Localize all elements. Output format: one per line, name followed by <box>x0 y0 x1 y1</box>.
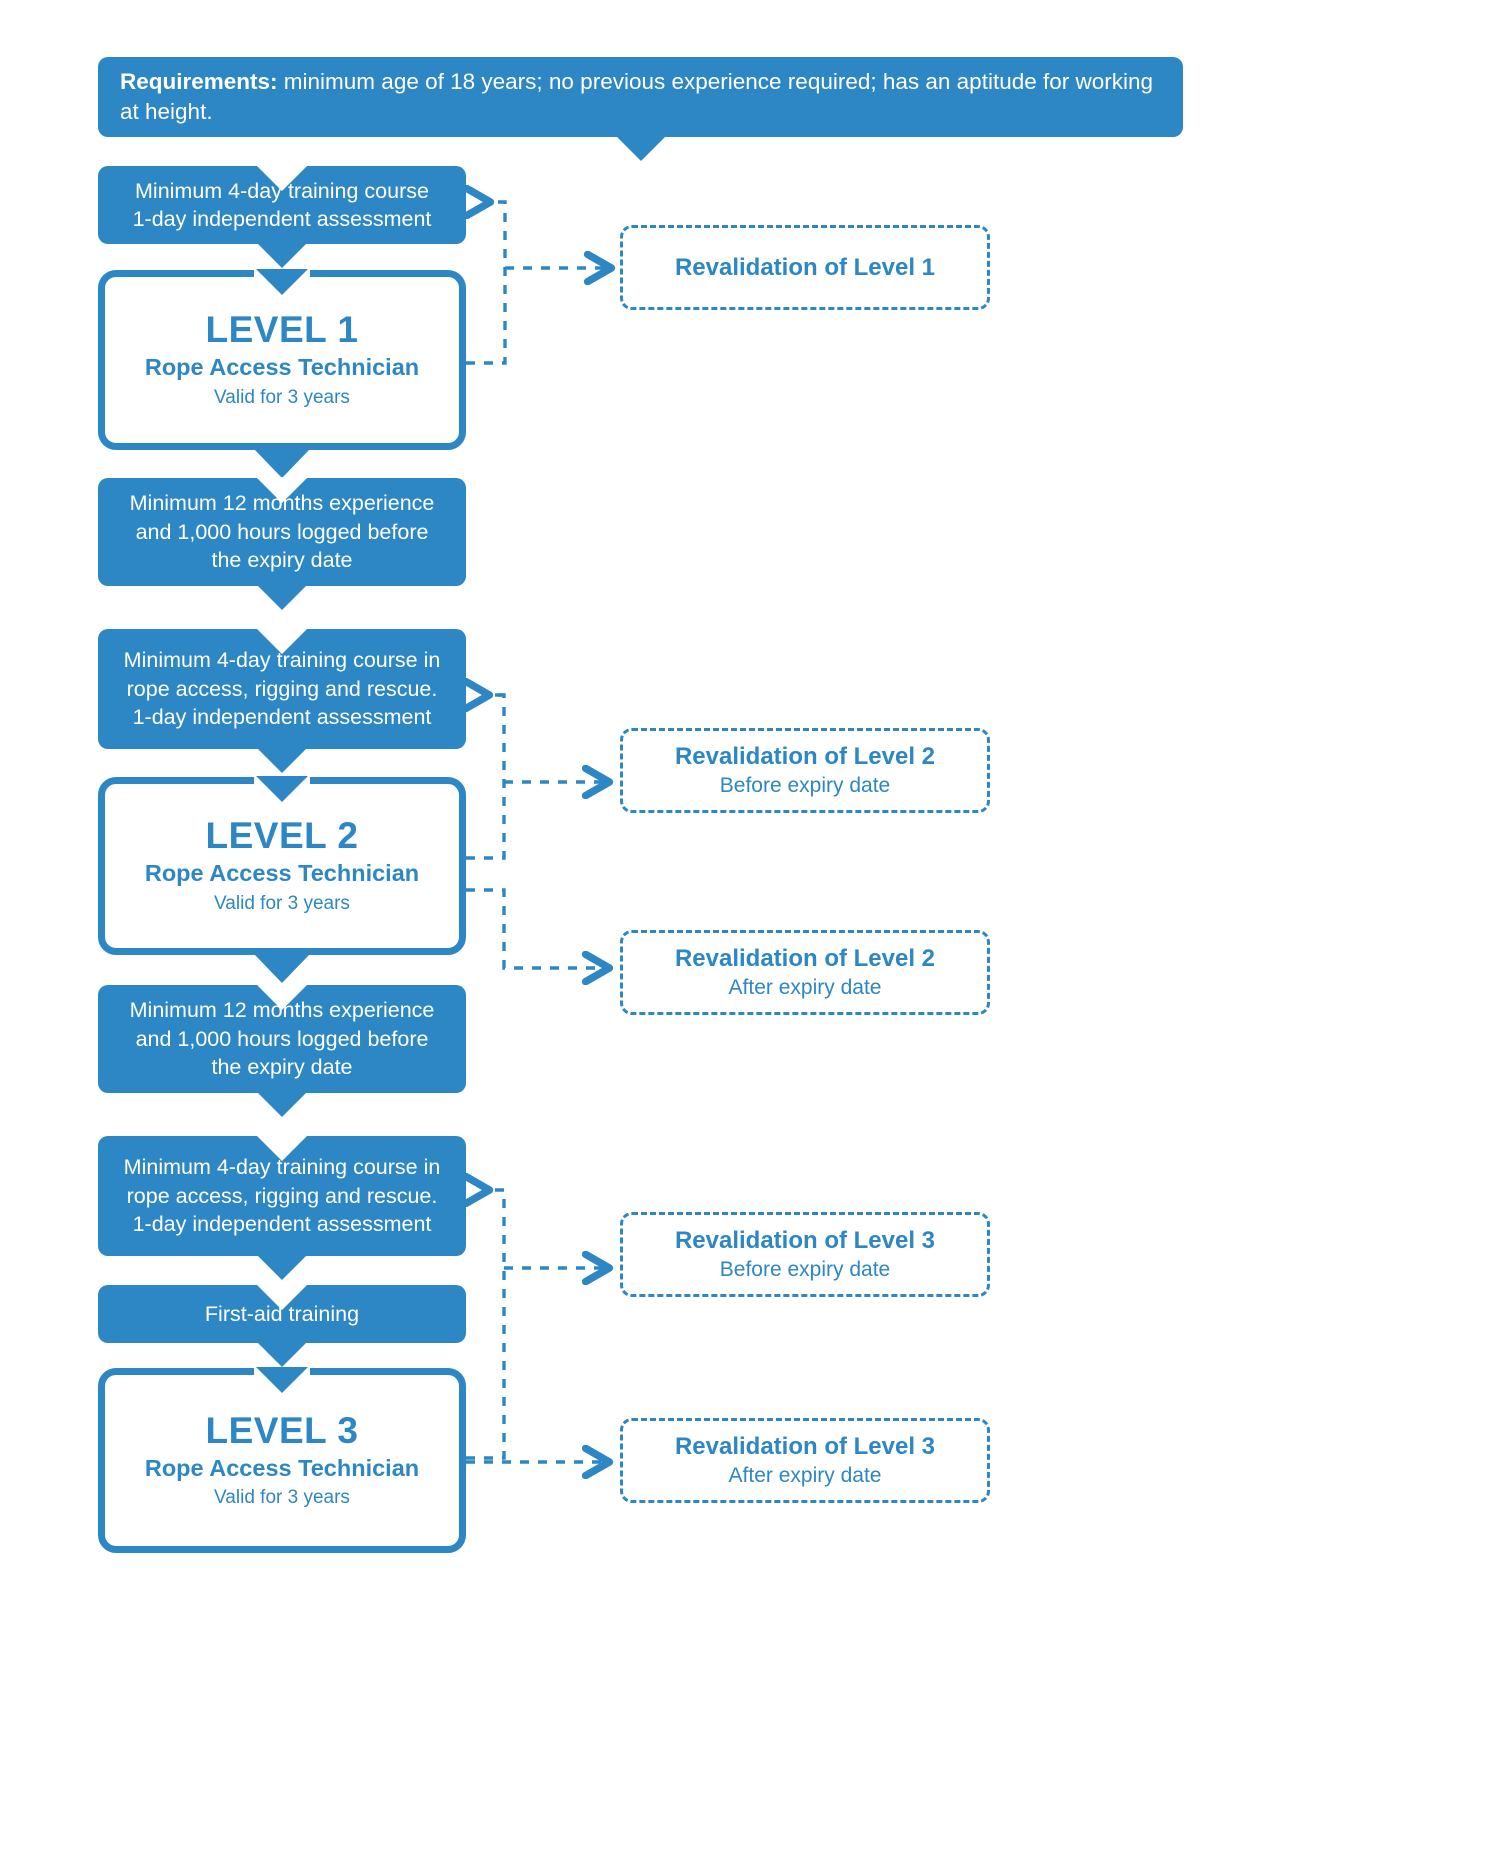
level-2-title: LEVEL 2 <box>205 815 359 857</box>
step-l1-experience-line3: the expiry date <box>211 548 353 573</box>
step-l2-training-line2: rope access, rigging and rescue. <box>126 676 438 701</box>
level-1-title: LEVEL 1 <box>205 309 359 351</box>
arrow-down-icon <box>256 1254 308 1280</box>
revalidation-level-2-after-box: Revalidation of Level 2 After expiry dat… <box>620 930 990 1015</box>
revalidation-level-3-before-title: Revalidation of Level 3 <box>674 1226 936 1254</box>
revalidation-level-3-after-subtitle: After expiry date <box>728 1464 882 1488</box>
notch-icon <box>254 1367 310 1377</box>
requirements-label: Requirements: <box>120 69 278 95</box>
revalidation-level-2-before-title: Revalidation of Level 2 <box>674 742 936 770</box>
arrow-down-icon <box>256 242 308 268</box>
level-3-validity: Valid for 3 years <box>214 1487 350 1509</box>
arrow-down-icon-l2 <box>255 955 309 983</box>
arrow-down-icon <box>256 584 308 610</box>
arrow-down-icon <box>256 1341 308 1367</box>
notch-icon <box>256 1135 308 1161</box>
revalidation-level-2-after-title: Revalidation of Level 2 <box>674 944 936 972</box>
connector-l2-after-line <box>466 888 606 968</box>
revalidation-level-2-before-box: Revalidation of Level 2 Before expiry da… <box>620 728 990 813</box>
step-l1-experience: Minimum 12 months experience and 1,000 h… <box>98 477 466 610</box>
step-l2-experience-line3: the expiry date <box>211 1055 353 1080</box>
connector-l3-return <box>466 1190 506 1460</box>
level-2-subtitle: Rope Access Technician <box>144 860 420 887</box>
requirements-banner: Requirements: minimum age of 18 years; n… <box>98 57 1183 161</box>
step-l3-training-line3: 1-day independent assessment <box>132 1212 432 1237</box>
level-1-card: LEVEL 1 Rope Access Technician Valid for… <box>98 269 466 450</box>
level-1-validity: Valid for 3 years <box>214 386 350 408</box>
revalidation-level-1-box: Revalidation of Level 1 <box>620 225 990 310</box>
revalidation-level-2-after-subtitle: After expiry date <box>728 976 882 1000</box>
step-l2-experience: Minimum 12 months experience and 1,000 h… <box>98 984 466 1117</box>
notch-icon <box>256 165 308 191</box>
revalidation-level-2-before-subtitle: Before expiry date <box>719 774 891 798</box>
arrow-down-icon <box>614 135 667 161</box>
revalidation-level-3-after-box: Revalidation of Level 3 After expiry dat… <box>620 1418 990 1503</box>
notch-icon <box>254 776 310 786</box>
arrow-down-icon <box>256 1091 308 1117</box>
level-3-title: LEVEL 3 <box>205 1409 359 1451</box>
revalidation-level-3-before-box: Revalidation of Level 3 Before expiry da… <box>620 1212 990 1297</box>
requirements-text: Requirements: minimum age of 18 years; n… <box>120 67 1167 126</box>
revalidation-level-3-after-title: Revalidation of Level 3 <box>674 1432 936 1460</box>
step-l3-training-line2: rope access, rigging and rescue. <box>126 1183 438 1208</box>
level-1-subtitle: Rope Access Technician <box>144 354 420 381</box>
connector-l2-return <box>466 693 506 860</box>
revalidation-level-1-title: Revalidation of Level 1 <box>674 253 936 281</box>
step-l3-training: Minimum 4-day training course in rope ac… <box>98 1135 466 1280</box>
step-l1-training-line2: 1-day independent assessment <box>132 207 432 231</box>
arrow-down-icon-l1 <box>255 450 309 478</box>
notch-icon <box>256 477 308 503</box>
step-l2-experience-line2: and 1,000 hours logged before <box>135 1026 429 1051</box>
level-3-card: LEVEL 3 Rope Access Technician Valid for… <box>98 1367 466 1553</box>
revalidation-level-3-before-subtitle: Before expiry date <box>719 1258 891 1282</box>
notch-icon <box>256 628 308 654</box>
level-2-validity: Valid for 3 years <box>214 892 350 914</box>
step-first-aid-training: First-aid training <box>98 1284 466 1367</box>
level-3-subtitle: Rope Access Technician <box>144 1454 420 1481</box>
notch-icon <box>256 1284 308 1310</box>
notch-icon <box>256 984 308 1010</box>
step-l1-experience-line2: and 1,000 hours logged before <box>135 519 429 544</box>
requirements-body: minimum age of 18 years; no previous exp… <box>120 69 1154 124</box>
notch-icon <box>254 269 310 279</box>
level-2-card: LEVEL 2 Rope Access Technician Valid for… <box>98 776 466 955</box>
step-l2-training: Minimum 4-day training course in rope ac… <box>98 628 466 773</box>
connector-l1-return <box>466 202 507 365</box>
arrow-down-icon <box>256 747 308 773</box>
step-l1-training: Minimum 4-day training course 1-day inde… <box>98 165 466 268</box>
step-l2-training-line3: 1-day independent assessment <box>132 705 432 730</box>
